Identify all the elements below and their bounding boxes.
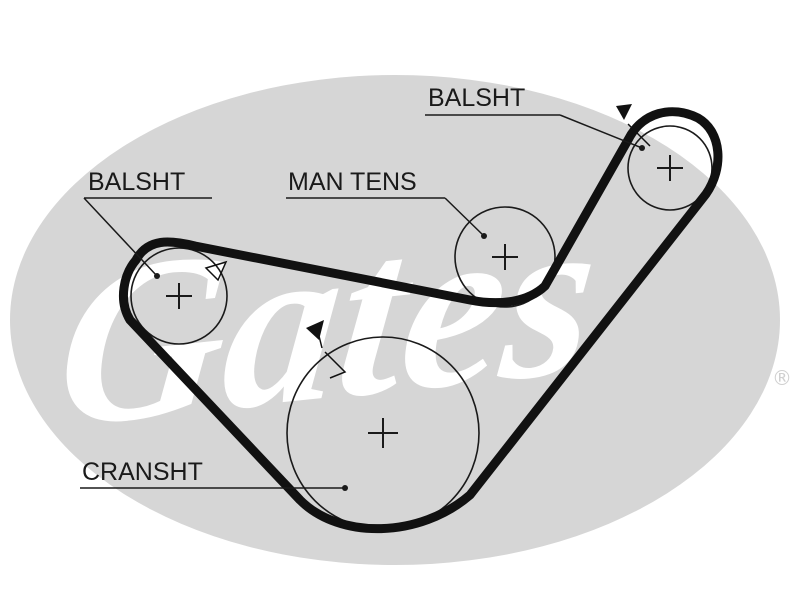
center-cross-icons	[166, 155, 683, 448]
center-cross-icon	[368, 418, 398, 448]
center-cross-icon	[657, 155, 683, 181]
label-man-tens: MAN TENS	[288, 168, 417, 196]
timing-belt	[119, 107, 723, 534]
leader-balsht-right	[425, 114, 643, 149]
rotation-arrow-icon	[616, 104, 651, 147]
registered-mark: ®	[772, 366, 792, 390]
rotation-arrow-icon	[306, 320, 347, 379]
pulley-man-tens	[454, 206, 556, 308]
center-cross-icon	[166, 283, 192, 309]
label-balsht-left: BALSHT	[88, 168, 185, 196]
pulley-balsht-right	[627, 125, 713, 211]
center-cross-icon	[492, 244, 518, 270]
leader-dots	[154, 145, 645, 491]
labels: BALSHT MAN TENS BALSHT CRANSHT	[82, 84, 525, 486]
rotation-arrows	[204, 104, 651, 379]
leader-balsht-left	[83, 197, 212, 277]
pulley-balsht-left	[130, 247, 228, 345]
leader-man-tens	[286, 197, 485, 237]
label-balsht-right: BALSHT	[428, 84, 525, 112]
label-cransht: CRANSHT	[82, 458, 203, 486]
leader-lines	[80, 114, 643, 489]
watermark-text: Gates	[48, 163, 609, 477]
rotation-arrow-icon	[204, 260, 228, 282]
